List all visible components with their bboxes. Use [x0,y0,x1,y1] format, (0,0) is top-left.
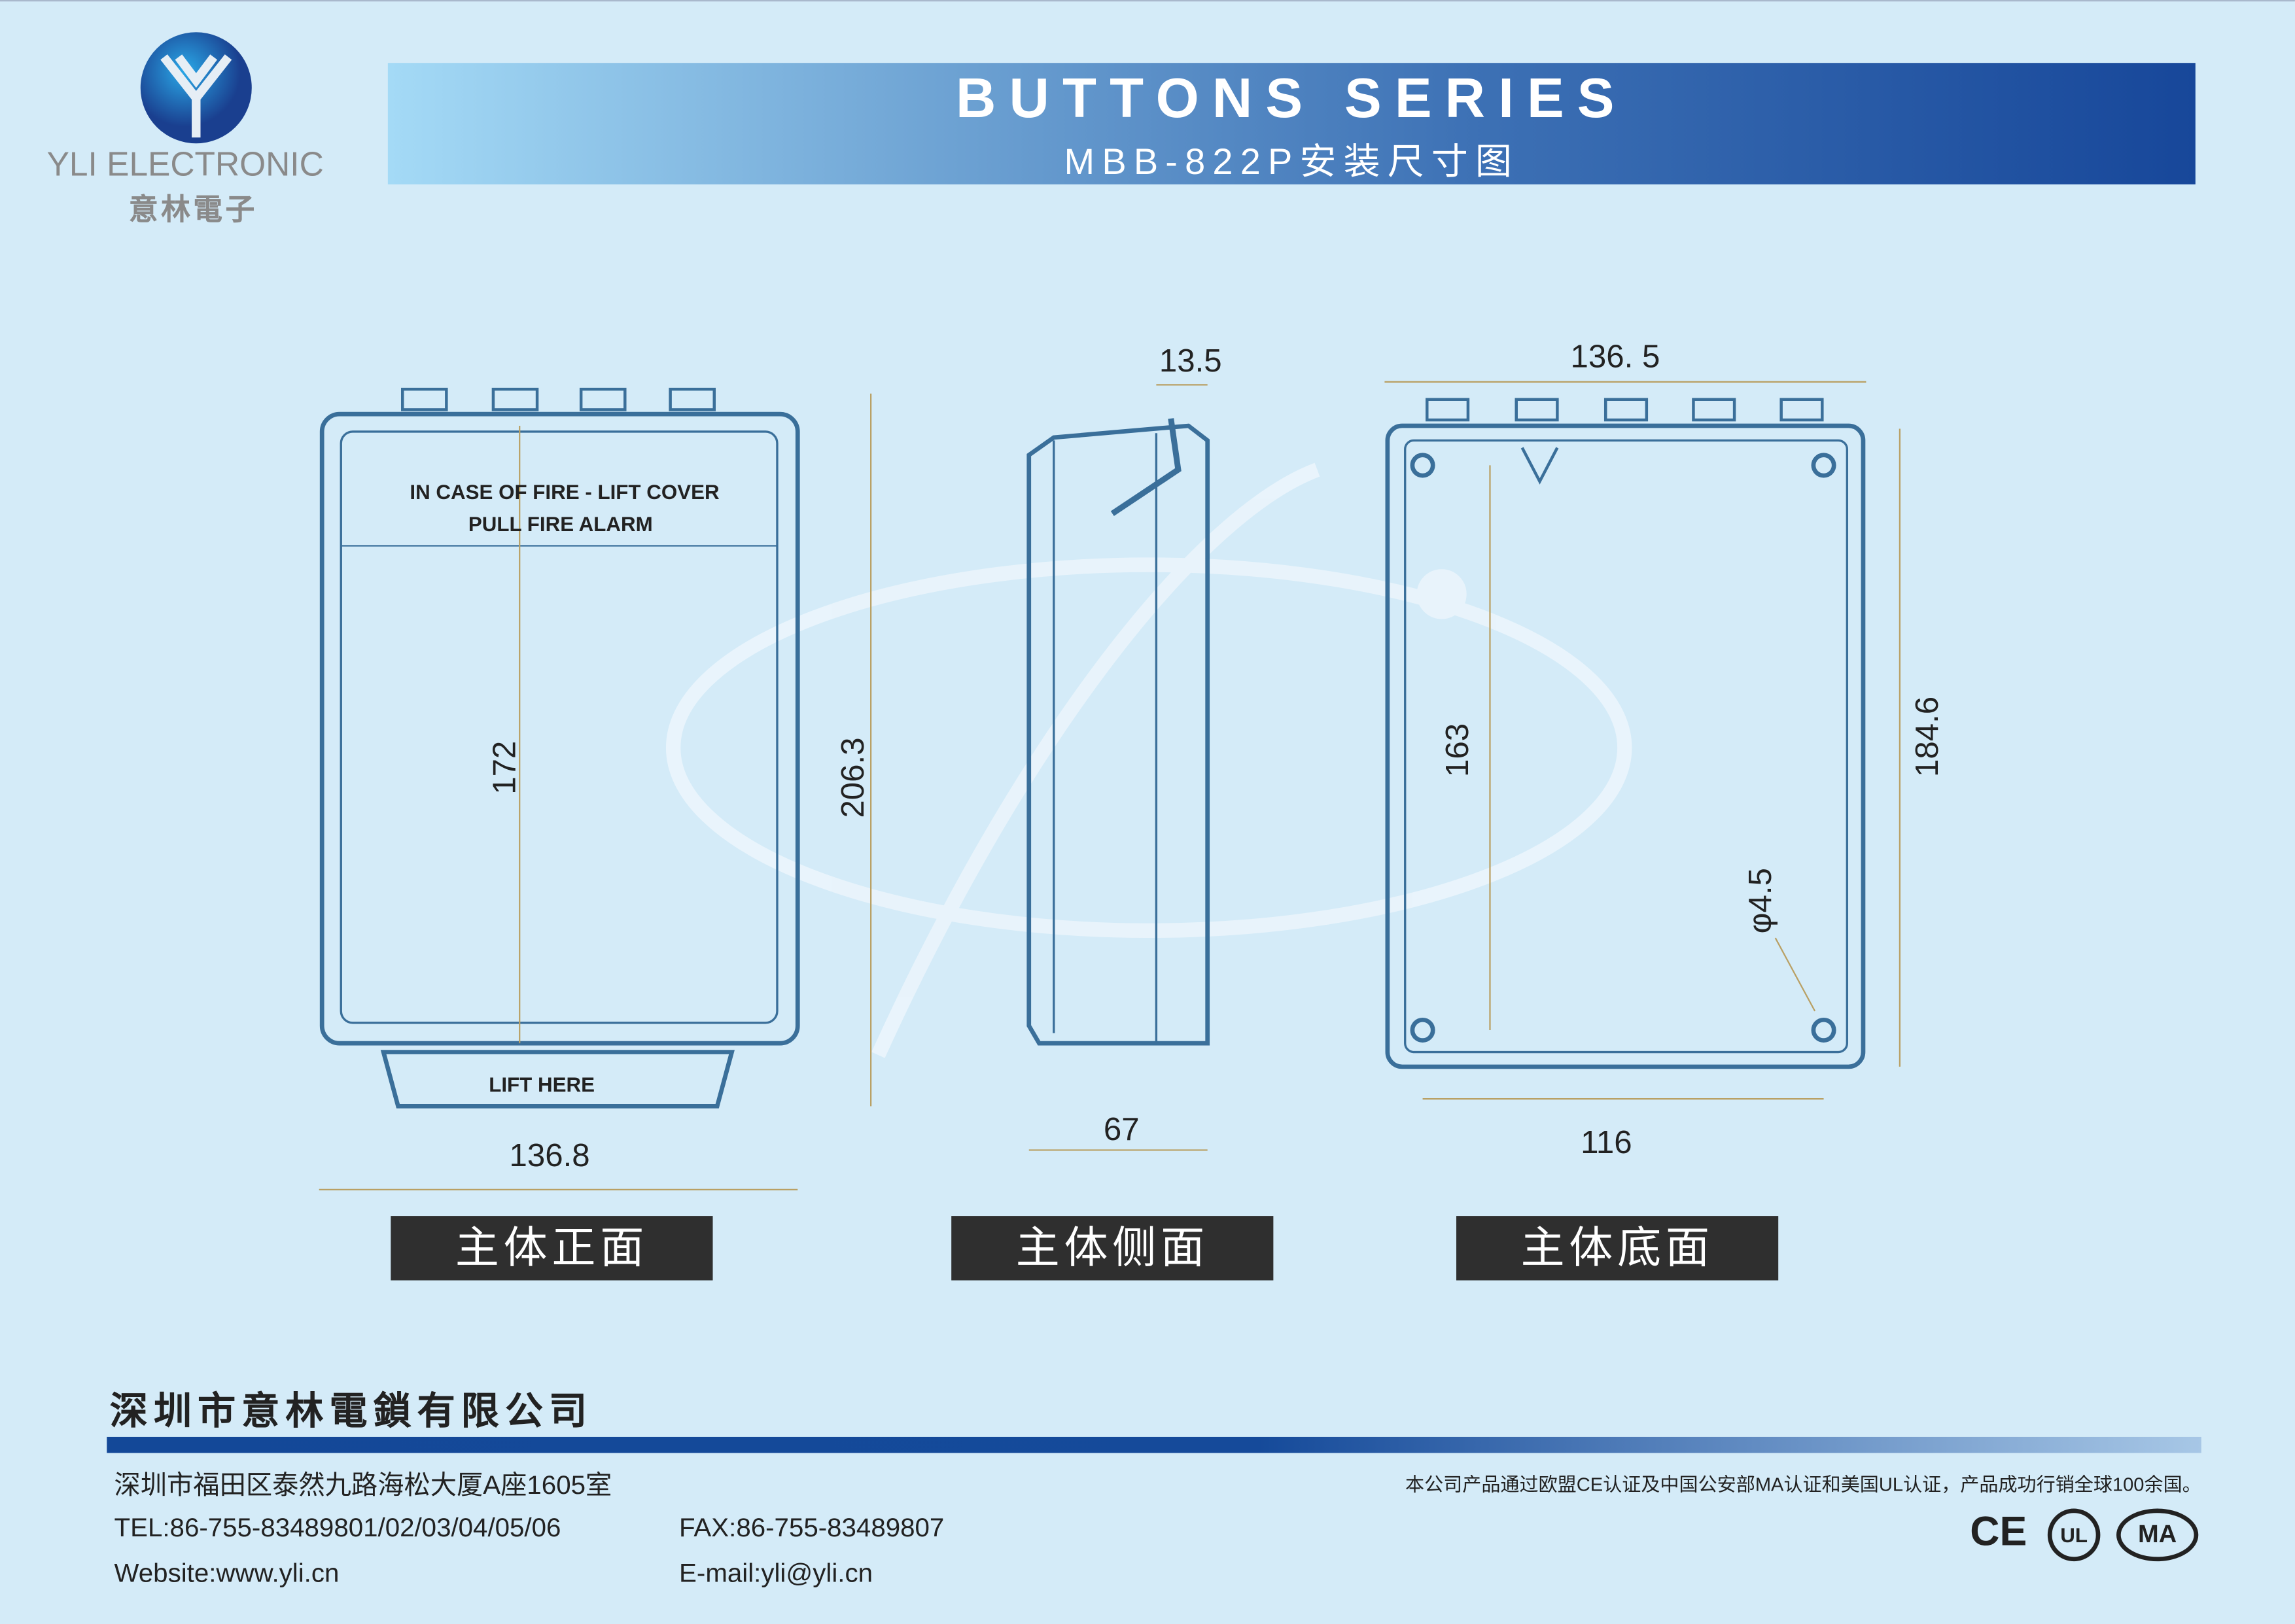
logo-emblem [140,32,252,144]
bottom-dim-height: 184.6 [1909,697,1945,777]
label-front: 主体正面 [391,1216,713,1281]
cert-note: 本公司产品通过欧盟CE认证及中国公安部MA认证和美国UL认证，产品成功行销全球1… [1405,1473,2201,1496]
front-dim-inner: 172 [486,741,522,795]
front-text-top2: PULL FIRE ALARM [468,513,653,536]
front-text-bottom: LIFT HERE [489,1073,595,1096]
email[interactable]: E-mail:yli@yli.cn [679,1558,873,1588]
bottom-dim-width: 136. 5 [1571,339,1660,375]
label-side: 主体侧面 [951,1216,1274,1281]
website[interactable]: Website:www.yli.cn [114,1558,340,1588]
front-dim-height: 206.3 [835,737,871,818]
header-subtitle: MBB-822P安装尺寸图 [1064,142,1520,183]
front-view [319,387,800,1109]
side-dim-top: 13.5 [1159,343,1222,379]
drawings: IN CASE OF FIRE - LIFT COVER PULL FIRE A… [319,339,1945,1190]
side-dim-width: 67 [1104,1111,1140,1147]
side-view [1026,418,1210,1046]
front-dim-width: 136.8 [510,1137,590,1173]
ce-mark-icon: CE [1970,1508,2027,1554]
fax: FAX:86-755-83489807 [679,1513,945,1543]
footer-rule [107,1436,2201,1453]
front-text-top1: IN CASE OF FIRE - LIFT COVER [410,481,719,504]
watermark [665,462,1632,1058]
bottom-dim-hole: φ4.5 [1742,868,1778,933]
bottom-dim-inner-w: 116 [1581,1124,1632,1160]
tel: TEL:86-755-83489801/02/03/04/05/06 [114,1513,561,1543]
logo-brand: YLI ELECTRONIC [46,145,324,183]
header-title: BUTTONS SERIES [955,69,1628,131]
address: 深圳市福田区泰然九路海松大厦A座1605室 [114,1470,612,1500]
bottom-view [1385,398,1866,1069]
company-name: 深圳市意林電鎖有限公司 [109,1389,593,1433]
ma-mark-icon: MA [2116,1508,2199,1562]
ul-mark-icon: UL [2047,1508,2101,1562]
label-bottom: 主体底面 [1456,1216,1779,1281]
header-banner: BUTTONS SERIES MBB-822P安装尺寸图 [387,63,2196,184]
logo-brand-cn: 意林電子 [128,194,258,227]
bottom-dim-inner-h: 163 [1439,723,1475,777]
